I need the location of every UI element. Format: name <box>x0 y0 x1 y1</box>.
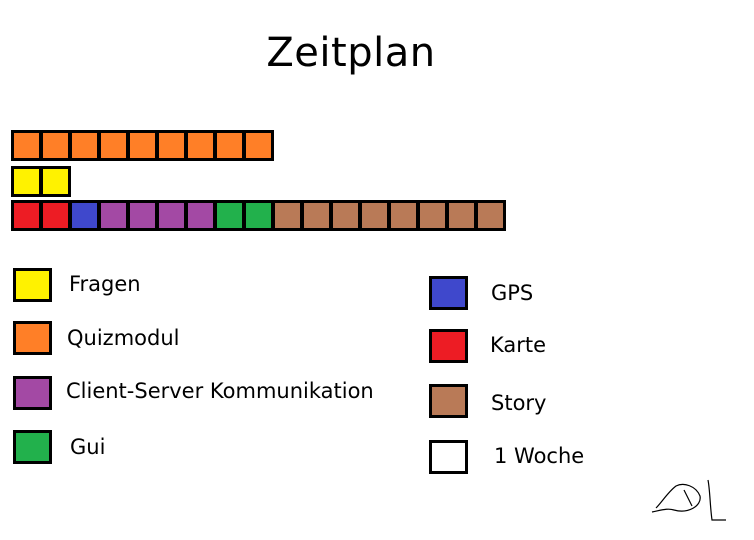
legend-swatch-client-server <box>13 376 52 410</box>
week-cell-client-server <box>127 200 158 231</box>
week-cell-story <box>417 200 448 231</box>
week-cell-story <box>446 200 477 231</box>
legend-swatch-woche <box>429 440 468 474</box>
legend-label-story: Story <box>491 391 547 415</box>
legend-swatch-karte <box>429 329 468 363</box>
week-cell-quizmodul <box>156 130 187 161</box>
week-cell-fragen <box>11 166 42 197</box>
week-cell-quizmodul <box>11 130 42 161</box>
legend-swatch-gui <box>13 430 52 464</box>
week-cell-story <box>359 200 390 231</box>
week-cell-quizmodul <box>98 130 129 161</box>
legend-label-gui: Gui <box>70 435 106 459</box>
week-cell-quizmodul <box>127 130 158 161</box>
week-cell-quizmodul <box>40 130 71 161</box>
main-row <box>11 200 506 231</box>
week-cell-quizmodul <box>69 130 100 161</box>
week-cell-gui <box>243 200 274 231</box>
week-cell-client-server <box>98 200 129 231</box>
week-cell-client-server <box>156 200 187 231</box>
legend-swatch-story <box>429 384 468 418</box>
legend-label-fragen: Fragen <box>69 272 141 296</box>
legend-label-gps: GPS <box>491 281 534 305</box>
legend-label-woche: 1 Woche <box>494 444 585 468</box>
week-cell-quizmodul <box>185 130 216 161</box>
week-cell-client-server <box>185 200 216 231</box>
page-title: Zeitplan <box>266 30 436 76</box>
week-cell-quizmodul <box>214 130 245 161</box>
legend-label-quizmodul: Quizmodul <box>67 326 180 350</box>
legend-swatch-gps <box>429 276 468 310</box>
week-cell-karte <box>40 200 71 231</box>
week-cell-story <box>475 200 506 231</box>
week-cell-gui <box>214 200 245 231</box>
week-cell-story <box>330 200 361 231</box>
legend-swatch-quizmodul <box>13 321 52 355</box>
legend-label-karte: Karte <box>490 333 547 357</box>
week-cell-quizmodul <box>243 130 274 161</box>
week-cell-karte <box>11 200 42 231</box>
week-cell-gps <box>69 200 100 231</box>
signature-scribble <box>651 479 726 521</box>
week-cell-fragen <box>40 166 71 197</box>
quizmodul-row <box>11 130 274 161</box>
week-cell-story <box>388 200 419 231</box>
week-cell-story <box>301 200 332 231</box>
week-cell-story <box>272 200 303 231</box>
legend-label-client-server: Client-Server Kommunikation <box>66 379 374 403</box>
legend-swatch-fragen <box>13 268 52 302</box>
fragen-row <box>11 166 71 197</box>
